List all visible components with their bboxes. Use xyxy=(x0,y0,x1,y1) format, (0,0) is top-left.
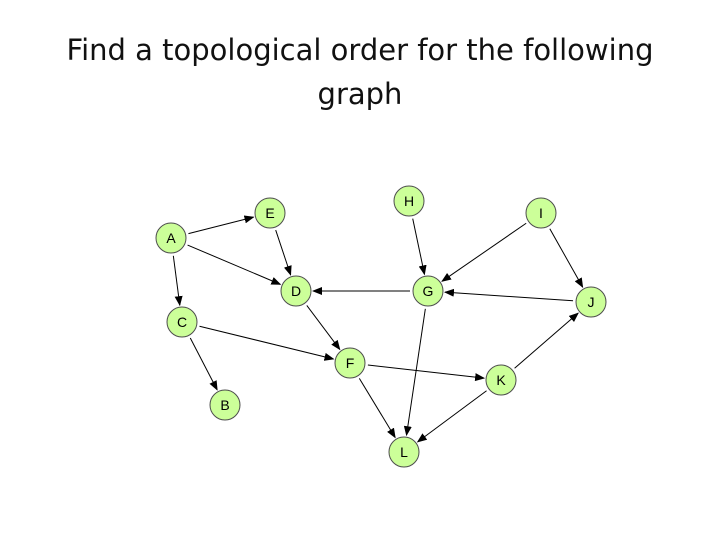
node-k: K xyxy=(485,364,517,396)
edge-f-to-l xyxy=(358,378,396,439)
node-circle xyxy=(334,347,366,379)
node-circle xyxy=(412,275,444,307)
node-circle xyxy=(166,306,198,338)
edge-j-to-g xyxy=(443,288,574,302)
edge-c-to-b xyxy=(189,337,218,391)
node-b: B xyxy=(209,389,241,421)
edge-k-to-j xyxy=(514,312,579,369)
node-label: A xyxy=(166,230,176,246)
node-circle xyxy=(575,286,607,318)
edge-i-to-j xyxy=(549,228,584,289)
node-c: C xyxy=(166,306,198,338)
node-label: H xyxy=(404,193,414,209)
node-circle xyxy=(485,364,517,396)
node-j: J xyxy=(575,286,607,318)
node-circle xyxy=(388,436,420,468)
edge-i-to-g xyxy=(441,222,527,282)
node-circle xyxy=(209,389,241,421)
node-a: A xyxy=(155,222,187,254)
edge-k-to-l xyxy=(416,390,487,443)
node-label: K xyxy=(496,372,506,388)
node-label: C xyxy=(177,314,187,330)
node-d: D xyxy=(280,275,312,307)
node-label: L xyxy=(400,444,408,460)
edge-c-to-f xyxy=(199,325,335,361)
edge-a-to-c xyxy=(172,255,183,307)
slide-title: Find a topological order for the followi… xyxy=(66,33,654,111)
node-label: I xyxy=(539,205,543,221)
node-circle xyxy=(525,197,557,229)
node-l: L xyxy=(388,436,420,468)
edge-g-to-l xyxy=(403,308,426,437)
edge-e-to-d xyxy=(275,229,292,276)
node-label: D xyxy=(291,283,301,299)
node-circle xyxy=(155,222,187,254)
node-i: I xyxy=(525,197,557,229)
edge-h-to-g xyxy=(412,218,427,276)
node-label: J xyxy=(588,294,595,310)
node-circle xyxy=(254,197,286,229)
edges-layer xyxy=(172,215,584,443)
node-label: B xyxy=(220,397,229,413)
nodes-layer: A B C D E F G H I J K L xyxy=(155,185,607,468)
edge-f-to-k xyxy=(367,364,486,382)
edge-a-to-e xyxy=(188,215,255,235)
node-circle xyxy=(393,185,425,217)
node-e: E xyxy=(254,197,286,229)
node-circle xyxy=(280,275,312,307)
node-label: F xyxy=(346,355,355,371)
node-f: F xyxy=(334,347,366,379)
edge-a-to-d xyxy=(187,244,282,285)
node-g: G xyxy=(412,275,444,307)
node-label: E xyxy=(265,205,274,221)
node-h: H xyxy=(393,185,425,217)
node-label: G xyxy=(423,283,434,299)
edge-d-to-f xyxy=(306,305,341,351)
